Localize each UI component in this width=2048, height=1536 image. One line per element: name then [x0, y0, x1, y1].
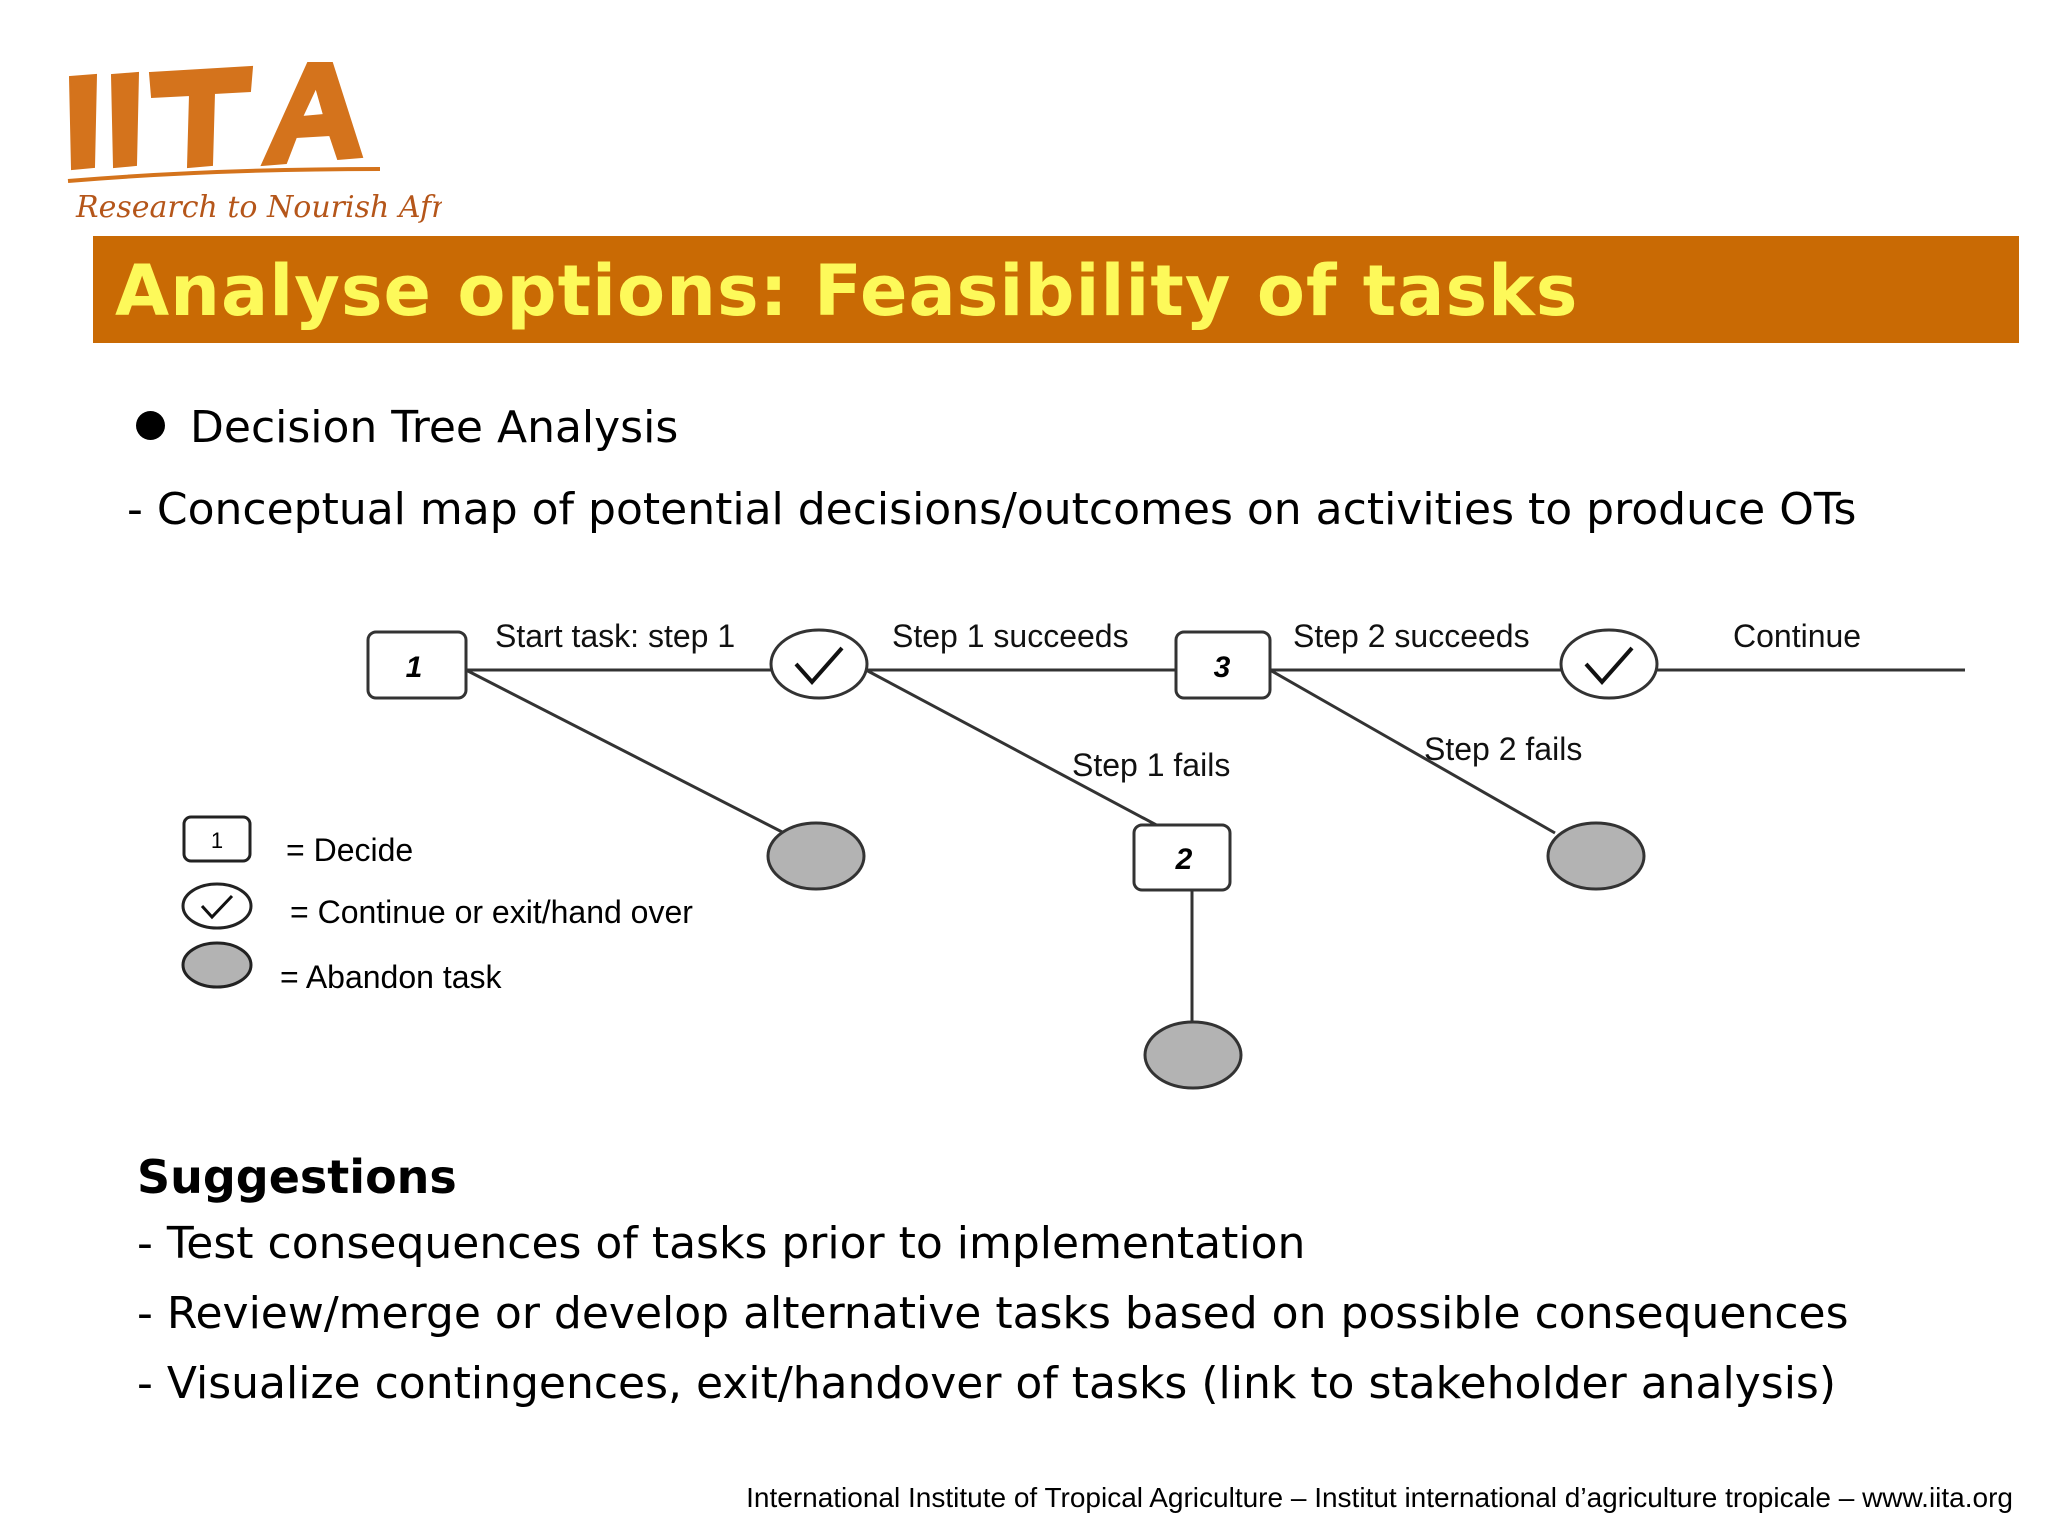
- decide-node-2-label: 2: [1175, 843, 1193, 876]
- abandon-node-1: [766, 821, 866, 891]
- check-icon: [200, 894, 234, 920]
- abandon-node-2: [1546, 821, 1646, 891]
- decide-node-1-label: 1: [406, 651, 423, 684]
- decide-node-3-label: 3: [1214, 651, 1231, 684]
- slide-title: Analyse options: Feasibility of tasks: [115, 250, 1579, 332]
- check-icon: [794, 646, 844, 686]
- edge-step2-fails: [1269, 668, 1556, 835]
- suggestion-item: - Visualize contingences, exit/handover …: [137, 1358, 1837, 1409]
- decide-node-2: 2: [1132, 823, 1232, 892]
- svg-text:1: 1: [211, 828, 223, 853]
- label-step1-succeeds: Step 1 succeeds: [892, 618, 1129, 654]
- decide-node-1: 1: [366, 630, 468, 700]
- abandon-node-3: [1143, 1020, 1243, 1090]
- legend-decide-symbol: 1: [182, 815, 252, 863]
- legend-continue-label: = Continue or exit/hand over: [290, 894, 693, 930]
- legend-continue-symbol: [181, 882, 253, 930]
- legend-abandon-symbol: [181, 941, 253, 989]
- bullet-dot: [136, 411, 165, 440]
- legend-abandon-label: = Abandon task: [280, 959, 503, 995]
- decide-node-3: 3: [1174, 630, 1272, 700]
- suggestion-item: - Test consequences of tasks prior to im…: [137, 1218, 1306, 1269]
- title-bar: Analyse options: Feasibility of tasks: [93, 236, 2019, 343]
- bullet-text: Decision Tree Analysis: [190, 402, 679, 453]
- label-continue: Continue: [1733, 618, 1861, 654]
- svg-text:Research to Nourish Africa: Research to Nourish Africa: [75, 190, 442, 225]
- check-node-2: [1559, 628, 1659, 700]
- footer-text: International Institute of Tropical Agri…: [746, 1482, 2013, 1513]
- legend: 1 = Decide = Continue or exit/hand over …: [181, 815, 693, 995]
- suggestions-heading: Suggestions: [137, 1150, 457, 1204]
- label-step2-succeeds: Step 2 succeeds: [1293, 618, 1530, 654]
- iita-logo: Research to Nourish Africa: [62, 55, 490, 240]
- check-node-1: [769, 628, 869, 700]
- legend-decide-label: = Decide: [286, 832, 413, 868]
- label-start-task: Start task: step 1: [495, 618, 735, 654]
- sub-point-text: - Conceptual map of potential decisions/…: [127, 484, 1857, 535]
- suggestion-item: - Review/merge or develop alternative ta…: [137, 1288, 1849, 1339]
- label-step2-fails: Step 2 fails: [1424, 731, 1582, 767]
- label-step1-fails: Step 1 fails: [1072, 747, 1230, 783]
- edge-node1-abandon: [465, 668, 789, 837]
- edge-step1-fails: [865, 668, 1163, 830]
- check-icon: [1584, 646, 1634, 686]
